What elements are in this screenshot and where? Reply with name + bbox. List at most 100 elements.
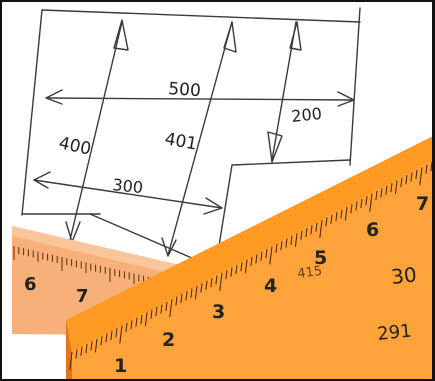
ruler-tick — [405, 175, 408, 185]
ruler-tick — [380, 188, 383, 198]
ruler-tick — [394, 180, 398, 195]
ruler-tick — [265, 249, 268, 259]
ruler-tick — [235, 264, 238, 274]
ruler-tick — [275, 243, 278, 253]
ruler-tick — [340, 209, 343, 219]
ruler-tick — [300, 230, 303, 240]
front-ruler-front-face — [72, 160, 435, 381]
arrowhead-icon — [289, 21, 302, 51]
note-right-lower: 291 — [376, 320, 412, 344]
front-ruler-top-face — [66, 135, 435, 352]
ruler-tick — [369, 193, 373, 212]
ruler-tick — [69, 351, 73, 371]
back-ruler-number: 6 — [24, 274, 37, 295]
height-middle-label: 401 — [163, 129, 198, 154]
horizontal-line-middle — [33, 179, 223, 209]
ruler-tick — [355, 201, 358, 211]
dim-middle-label: 300 — [112, 175, 144, 197]
ruler-tick — [85, 344, 88, 354]
ruler-tick — [335, 212, 338, 222]
arrowhead-icon — [161, 237, 177, 257]
sketch-outline-right — [349, 7, 361, 166]
ruler-tick — [365, 196, 368, 206]
ruler-tick — [150, 309, 153, 319]
front-ruler-number: 7 — [416, 193, 429, 215]
front-ruler-number: 2 — [162, 329, 175, 351]
ruler-tick — [165, 301, 168, 311]
sketch-outline-left — [21, 9, 43, 216]
ruler-tick — [415, 169, 418, 179]
back-ruler-top-edge — [12, 226, 210, 282]
ruler-tick — [105, 333, 108, 343]
ruler-tick — [210, 278, 213, 288]
sketch-outline-right-step — [217, 159, 351, 253]
note-right-upper: 30 — [390, 262, 418, 289]
ruler-tick — [230, 267, 233, 277]
ruler-tick — [90, 341, 93, 351]
ruler-tick — [360, 198, 363, 208]
ruler-tick — [205, 280, 208, 290]
dim-top-label: 500 — [168, 79, 202, 101]
front-ruler-number: 4 — [264, 275, 277, 297]
ruler-tick — [135, 317, 138, 327]
horizontal-line-top — [47, 97, 353, 101]
ruler-tick — [294, 233, 298, 247]
front-ruler: 1 2 3 4 5 6 7 415 — [66, 135, 435, 381]
arrowhead-icon — [223, 21, 237, 53]
ruler-tick — [419, 167, 423, 186]
ruler-tick — [344, 206, 348, 221]
arrowhead-icon — [113, 19, 129, 51]
arrowhead-icon — [203, 197, 223, 215]
ruler-tick — [255, 254, 258, 264]
ruler-tick — [219, 272, 223, 291]
ruler-tick — [175, 296, 178, 306]
ruler-tick — [80, 346, 83, 356]
ruler-tick — [305, 227, 308, 238]
ruler-tick — [225, 270, 228, 280]
ruler-tick — [250, 256, 253, 267]
ruler-tick — [215, 275, 218, 285]
ruler-tick — [130, 320, 133, 330]
ruler-tick — [160, 304, 163, 314]
ruler-tick — [319, 220, 323, 239]
arrowhead-icon — [33, 171, 51, 189]
ruler-tick — [290, 235, 293, 245]
vertical-line-2 — [167, 21, 233, 256]
ruler-tick — [410, 172, 413, 182]
front-ruler-number: 6 — [366, 219, 379, 241]
ruler-tick — [110, 330, 113, 340]
ruler-tick — [325, 217, 328, 227]
ruler-tick — [119, 325, 123, 344]
ruler-tick — [330, 214, 333, 224]
front-ruler-number: 3 — [212, 301, 225, 323]
ruler-tick — [94, 338, 98, 353]
ruler-tick — [200, 283, 203, 293]
arrowhead-icon — [45, 89, 63, 105]
ruler-tick — [190, 288, 193, 298]
ruler-tick — [400, 177, 403, 187]
front-ruler-number: 1 — [114, 355, 127, 377]
front-ruler-ticks — [69, 161, 433, 371]
ruler-tick — [75, 349, 78, 359]
vertical-line-3 — [271, 21, 297, 161]
ruler-tick — [155, 307, 158, 317]
height-left-label: 400 — [57, 133, 93, 159]
ruler-tick — [240, 262, 243, 272]
ruler-tick — [390, 183, 393, 193]
ruler-tick — [115, 328, 118, 338]
ruler-tick — [100, 336, 103, 346]
back-ruler-number: 7 — [76, 286, 89, 307]
ruler-tick — [385, 185, 388, 195]
arrowhead-icon — [337, 91, 355, 107]
ruler-tick — [185, 291, 188, 301]
dim-right-label: 200 — [290, 104, 322, 126]
arrowhead-icon — [267, 131, 283, 163]
ruler-tick — [425, 164, 428, 174]
ruler-tick — [125, 322, 128, 333]
ruler-tick — [194, 285, 198, 300]
ruler-tick — [144, 312, 148, 326]
ruler-tick — [350, 204, 353, 214]
ruler-tick — [310, 225, 313, 235]
ruler-tick — [375, 190, 378, 201]
